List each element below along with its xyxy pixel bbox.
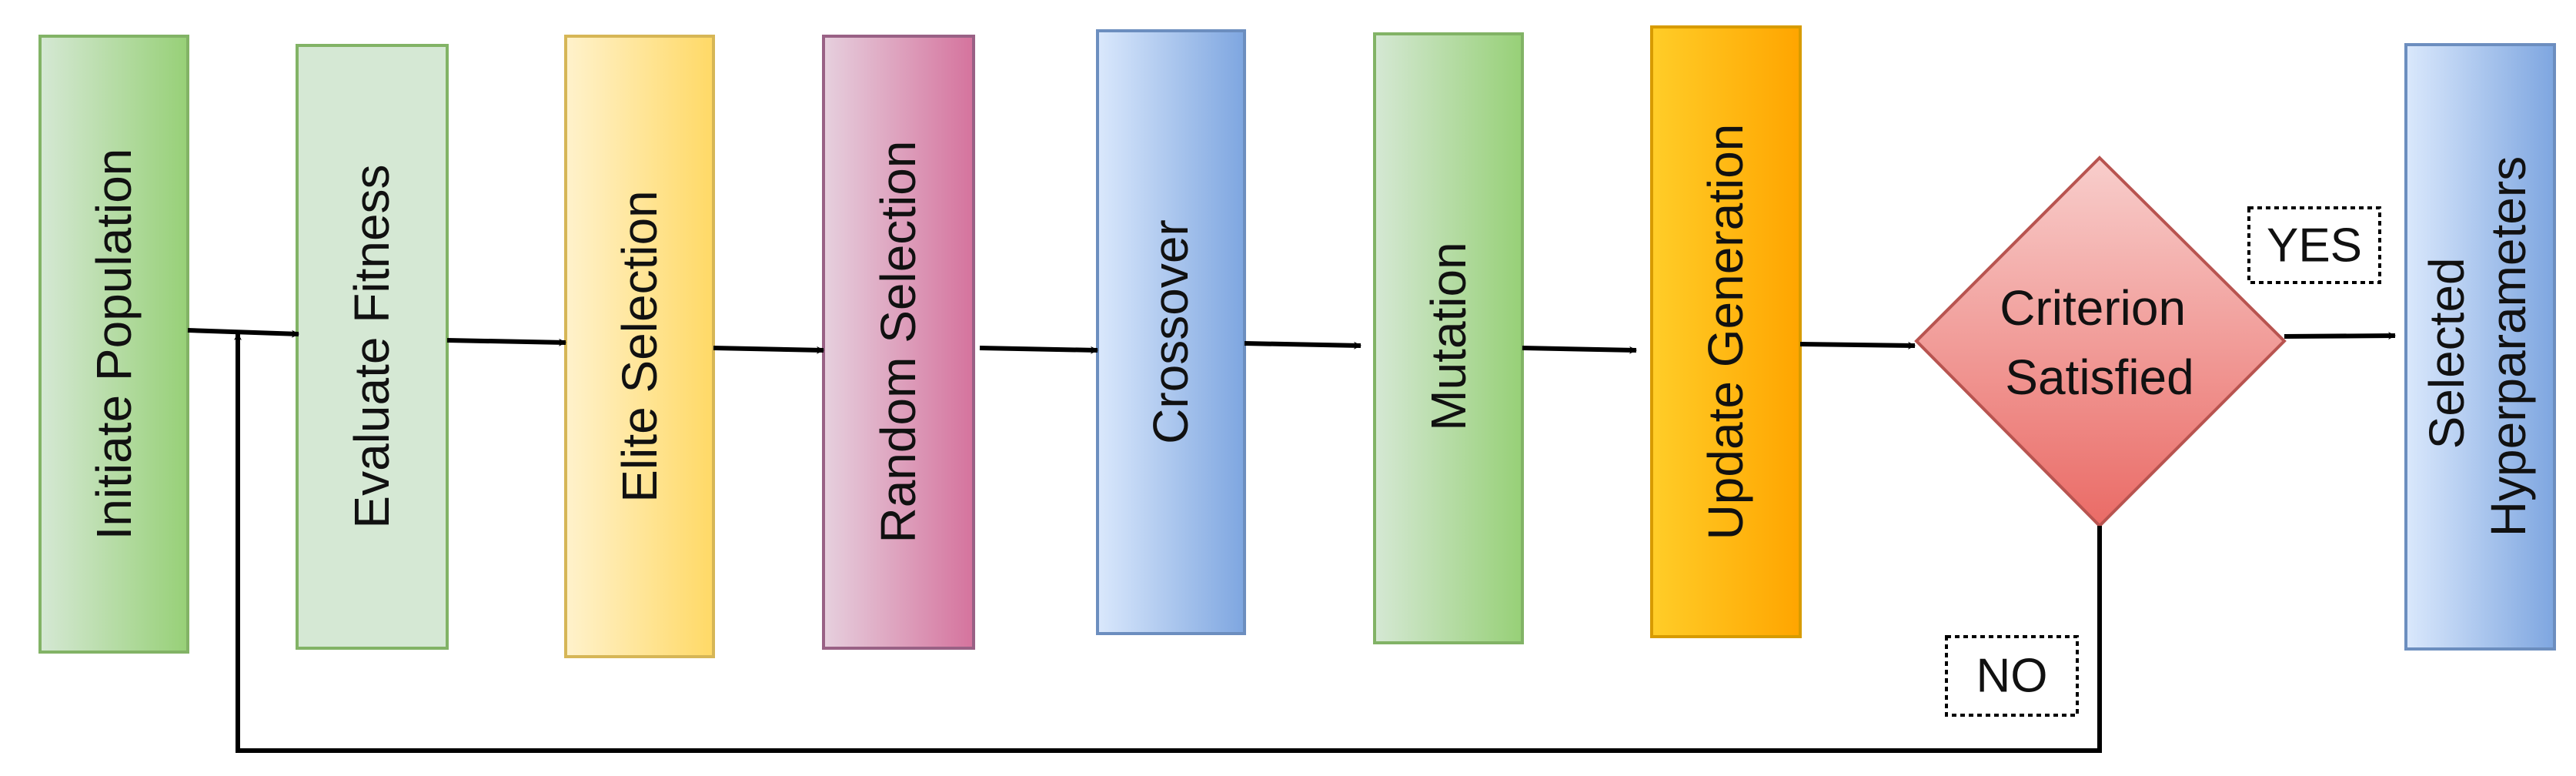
arrow-random-to-crossover [979,346,1098,354]
decision-label-line1: Criterion [2000,280,2186,336]
decision-criterion-satisfied: Criterion Satisfied [1914,156,2287,528]
arrow-initiate-to-evaluate [187,328,299,338]
step-random-selection: Random Selection [822,35,975,650]
connectors [187,328,2396,753]
step-update-generation-label: Update Generation [1698,124,1753,540]
step-elite-selection-label: Elite Selection [612,190,667,503]
result-selected-hyperparameters: Selected Hyperparameters [2404,43,2556,651]
result-label-line1: Selected [2419,257,2474,449]
result-label: Selected Hyperparameters [2419,156,2536,537]
step-initiate-population-label: Initiate Population [86,149,142,540]
arrow-elite-to-random [713,346,824,354]
arrow-mutation-to-update [1522,346,1637,354]
step-update-generation: Update Generation [1650,25,1802,638]
step-mutation: Mutation [1373,32,1524,644]
arrow-update-to-decision [1799,341,1916,350]
decision-label: Criterion Satisfied [2000,280,2200,405]
step-crossover-label: Crossover [1143,219,1198,444]
arrow-crossover-to-mutation [1244,341,1362,350]
yes-tag: YES [2247,206,2381,284]
step-evaluate-fitness-label: Evaluate Fitness [344,164,399,528]
step-evaluate-fitness: Evaluate Fitness [296,44,449,650]
arrow-decision-no-loop-back [234,333,2102,753]
result-label-line2: Hyperparameters [2481,156,2536,537]
step-initiate-population: Initiate Population [38,35,189,654]
step-random-selection-label: Random Selection [870,141,926,544]
decision-label-line2: Satisfied [2005,350,2193,405]
step-mutation-label: Mutation [1421,242,1476,430]
no-tag: NO [1945,635,2079,717]
step-elite-selection: Elite Selection [564,35,715,658]
yes-tag-label: YES [2267,219,2362,273]
no-tag-label: NO [1976,650,2048,703]
arrow-evaluate-to-elite [446,338,566,346]
step-crossover: Crossover [1096,29,1246,635]
